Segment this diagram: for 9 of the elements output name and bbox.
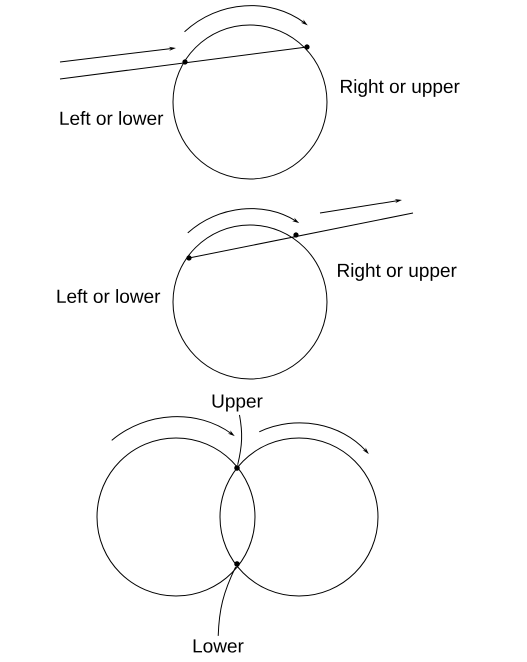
leader-line bbox=[218, 566, 236, 636]
position-label: Right or upper bbox=[338, 263, 457, 281]
point-label: Upper bbox=[212, 394, 263, 412]
contact-point bbox=[234, 561, 240, 567]
position-label: Right or upper bbox=[341, 79, 460, 97]
position-label: Left or lower bbox=[58, 289, 160, 303]
position-label: Left or lower bbox=[60, 111, 164, 125]
point-label: Lower bbox=[194, 639, 244, 653]
contact-point bbox=[234, 465, 240, 471]
